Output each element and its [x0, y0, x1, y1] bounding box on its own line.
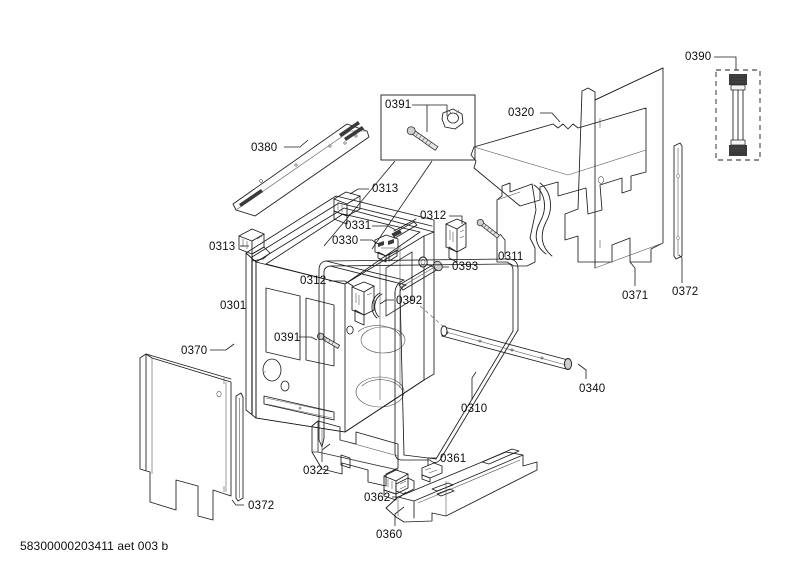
part-0380-mounting-rail: [232, 121, 370, 217]
part-0310-door-seal-frame: [318, 258, 519, 463]
part-label-spring-hook: 0392: [396, 295, 423, 307]
part-label-screw: 0391: [274, 332, 301, 344]
part-0311-fixing-screw: [476, 219, 506, 257]
part-0330-latch-assembly: [360, 234, 399, 263]
part-0392-spring-hook: [371, 260, 443, 319]
part-0312-hinge-bracket-right: [445, 215, 467, 263]
part-label-latch-rod: 0331: [345, 220, 372, 232]
part-label-insulation-mat: 0320: [508, 107, 535, 119]
part-0312-hinge-bracket-left: [329, 280, 375, 326]
part-0391-screw: [299, 325, 354, 349]
part-label-washer-clip: 0393: [452, 261, 479, 273]
part-label-base-tray-channel: 0360: [376, 529, 403, 541]
part-0361-clip: [421, 457, 443, 483]
part-label-connector-block: 0362: [364, 492, 391, 504]
part-label-screw-and-bracket-inset: 0391: [385, 99, 412, 111]
part-0322-base-plinth: [311, 420, 399, 487]
part-0390-hose-assembly: [714, 56, 761, 161]
part-0301-inner-cabinet: [245, 195, 435, 433]
part-label-inner-cabinet-tub: 0301: [220, 300, 247, 312]
part-0320-insulation-mat: [470, 107, 647, 215]
part-label-side-panel-left: 0370: [181, 345, 208, 357]
part-label-hinge-bracket-left: 0312: [300, 275, 327, 287]
part-label-door-seal-frame: 0310: [461, 403, 488, 415]
drawing-code-footer: 58300000203411 aet 003 b: [20, 539, 169, 553]
part-0340-support-tube: [419, 305, 587, 379]
part-label-support-tube-rod: 0340: [579, 383, 606, 395]
part-label-clip-small: 0361: [440, 453, 467, 465]
part-0313-corner-bracket-right: [333, 188, 369, 225]
part-label-corner-bracket-left: 0313: [209, 241, 236, 253]
part-label-side-panel-right: 0371: [622, 290, 649, 302]
part-0372-trim-strip-left: [231, 392, 244, 506]
part-0313-corner-bracket-left: [238, 228, 271, 262]
part-label-corrugated-hose-assembly: 0390: [685, 51, 712, 63]
part-0362-connector-block: [383, 469, 415, 501]
part-0331-latch-rod: [372, 218, 418, 239]
part-label-corner-bracket-right: 0313: [372, 183, 399, 195]
part-0371-liner-contour: [496, 182, 553, 267]
part-0372-trim-strip-right: [673, 142, 683, 283]
part-label-hinge-bracket-right: 0312: [420, 210, 447, 222]
part-label-mounting-rail-strip: 0380: [251, 142, 278, 154]
part-label-fixing-screw: 0311: [498, 251, 524, 263]
part-label-trim-strip-left: 0372: [248, 500, 275, 512]
part-0371-side-panel-right: [564, 67, 664, 286]
part-label-trim-strip-right: 0372: [672, 286, 699, 298]
part-0360-base-tray: [385, 448, 538, 526]
part-0391-inset: [323, 94, 476, 250]
part-label-latch-assembly: 0330: [332, 235, 359, 247]
part-label-base-plinth: 0322: [303, 465, 330, 477]
part-0370-side-panel-left: [139, 343, 235, 521]
